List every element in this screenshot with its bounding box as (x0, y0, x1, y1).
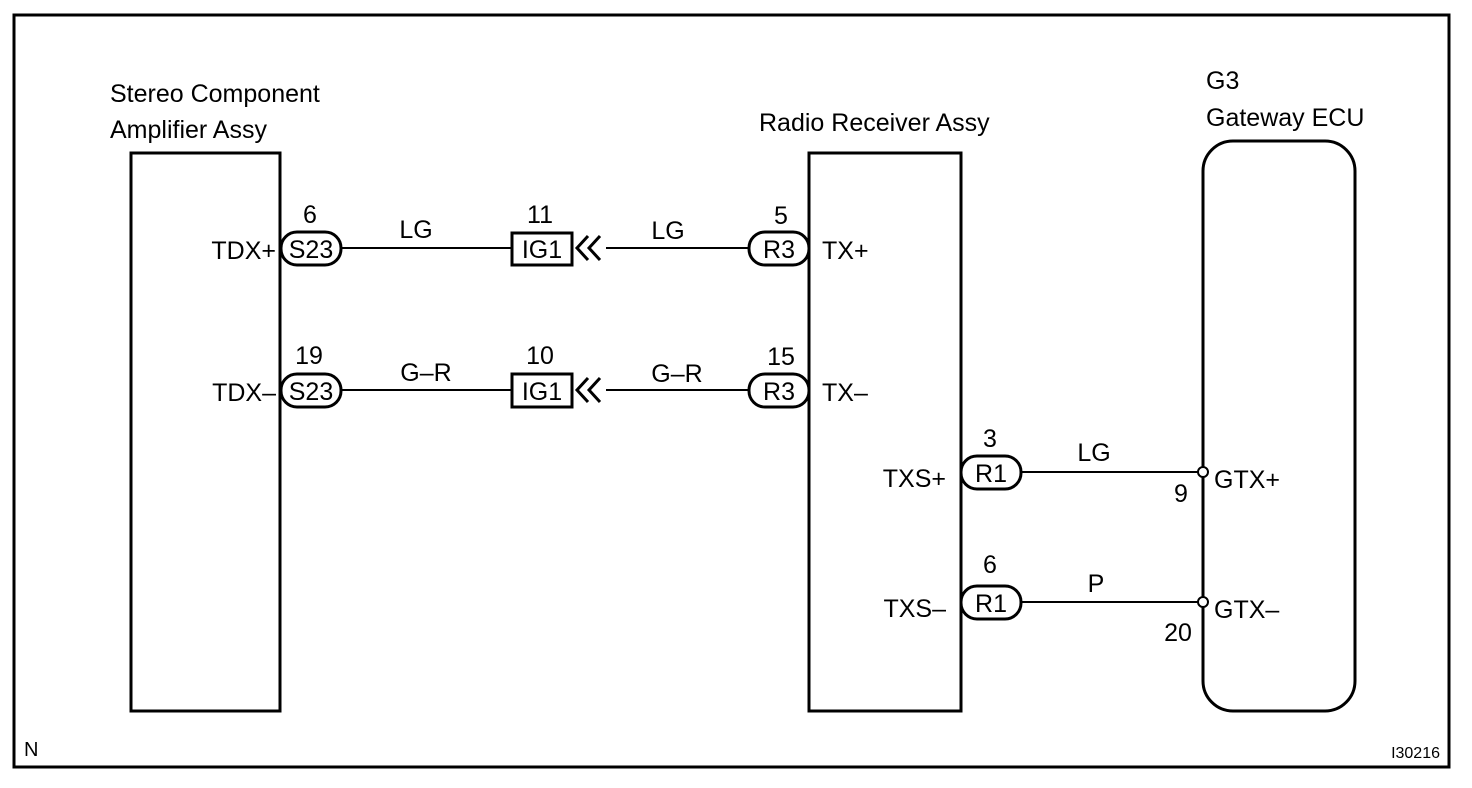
connector-label: R1 (975, 460, 1007, 488)
gateway-ecu-component: G3 Gateway ECU GTX+ GTX– 9 20 (1164, 67, 1364, 713)
connector-r3-pin5: 5 R3 (747, 202, 811, 267)
connector-label: S23 (289, 378, 333, 406)
junction-ig1-pin10: 10 IG1 (510, 342, 602, 409)
connector-pin-number: 11 (527, 201, 553, 229)
connector-housing (959, 584, 1023, 621)
connector-label: IG1 (522, 236, 562, 264)
connector-housing (747, 230, 811, 267)
junction-box (510, 231, 574, 267)
pin-label-txs-plus: TXS+ (883, 465, 946, 493)
wire-color-lg-2: LG (651, 217, 684, 245)
junction-ig1-pin11: 11 IG1 (510, 201, 602, 267)
connector-pin-number: 6 (983, 551, 997, 579)
connector-label: S23 (289, 236, 333, 264)
amplifier-title-line1: Stereo Component (110, 80, 320, 108)
pin-label-tdx-plus: TDX+ (211, 237, 276, 265)
amplifier-box (129, 151, 282, 713)
wire-color-lg-1: LG (399, 216, 432, 244)
connector-r1-pin3: 3 R1 (959, 425, 1023, 491)
pin-label-txs-minus: TXS– (883, 595, 946, 623)
gateway-box (1201, 139, 1357, 713)
radio-title: Radio Receiver Assy (759, 109, 990, 137)
pin-number-9: 9 (1174, 480, 1188, 508)
wire-color-p: P (1088, 570, 1105, 598)
junction-box (510, 372, 574, 409)
pin-label-gtx-minus: GTX– (1214, 596, 1279, 624)
wire-color-gr-1: G–R (400, 359, 451, 387)
amplifier-component: Stereo Component Amplifier Assy TDX+ TDX… (110, 80, 320, 713)
connector-r1-pin6: 6 R1 (959, 551, 1023, 621)
gateway-code: G3 (1206, 67, 1239, 95)
connector-housing (279, 372, 343, 409)
diagram-frame (12, 13, 1451, 769)
chevron-icon (574, 234, 590, 262)
connector-housing (959, 454, 1023, 491)
connector-label: R3 (763, 378, 795, 406)
chevron-icon (586, 376, 602, 404)
connector-pin-number: 15 (767, 343, 795, 371)
connector-pin-number: 5 (774, 202, 788, 230)
pin-label-tdx-minus: TDX– (212, 379, 276, 407)
pin-label-gtx-plus: GTX+ (1214, 466, 1280, 494)
chevron-icon (586, 234, 602, 262)
connector-s23-pin19: 19 S23 (279, 342, 343, 409)
connector-label: R3 (763, 236, 795, 264)
gateway-title: Gateway ECU (1206, 104, 1364, 132)
connector-pin-number: 19 (295, 342, 323, 370)
connector-r3-pin15: 15 R3 (747, 343, 811, 409)
gtx-minus-terminal (1197, 596, 1209, 608)
pin-label-tx-minus: TX– (822, 379, 868, 407)
wire-color-gr-2: G–R (651, 360, 702, 388)
connector-housing (279, 230, 343, 267)
connector-label: R1 (975, 590, 1007, 618)
connector-label: IG1 (522, 378, 562, 406)
gtx-plus-terminal (1197, 466, 1209, 478)
wire-color-lg-3: LG (1077, 439, 1110, 467)
amplifier-title-line2: Amplifier Assy (110, 116, 267, 144)
connector-s23-pin6: 6 S23 (279, 201, 343, 267)
connector-housing (747, 372, 811, 409)
connector-pin-number: 3 (983, 425, 997, 453)
corner-label: N (24, 739, 38, 761)
radio-box (807, 151, 963, 713)
pin-label-tx-plus: TX+ (822, 237, 869, 265)
radio-receiver-component: Radio Receiver Assy TX+ TX– TXS+ TXS– (759, 109, 990, 713)
figure-code: I30216 (1391, 745, 1440, 762)
connector-pin-number: 10 (526, 342, 554, 370)
chevron-icon (574, 376, 590, 404)
pin-number-20: 20 (1164, 619, 1192, 647)
connector-pin-number: 6 (303, 201, 317, 229)
